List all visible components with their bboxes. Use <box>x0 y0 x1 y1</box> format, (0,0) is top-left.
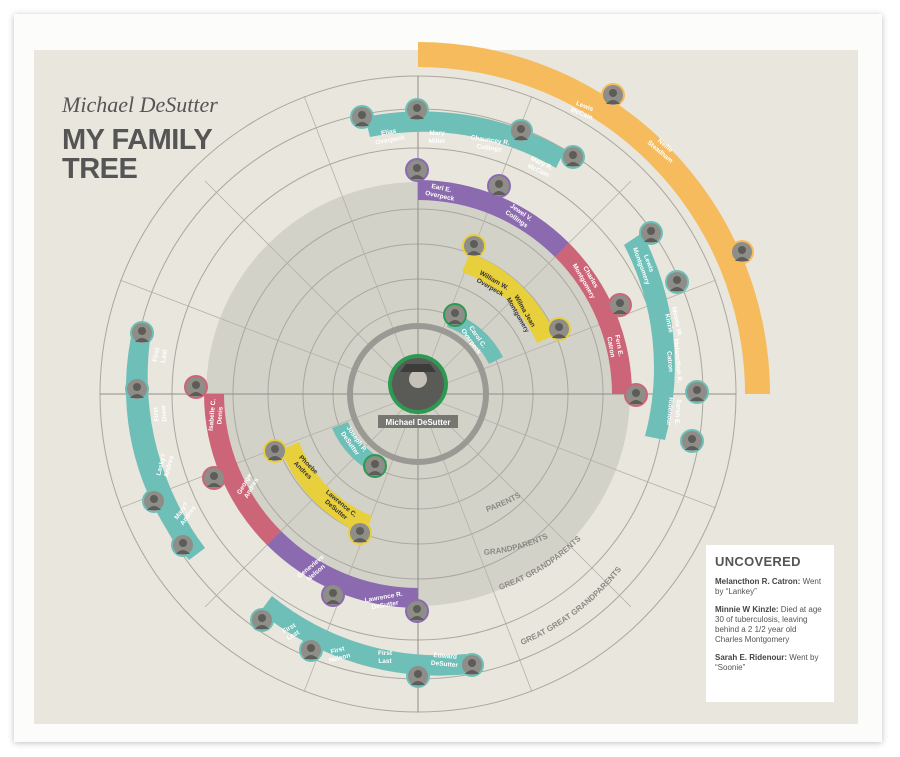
note-name: Minnie W Kinzle: <box>715 605 779 614</box>
center-ring <box>347 323 489 465</box>
uncovered-note: Melancthon R. Catron: Went by “Lankey” <box>715 577 825 597</box>
person-portrait <box>406 664 430 688</box>
person-portrait <box>363 454 387 478</box>
person-portrait <box>263 439 287 463</box>
person-portrait <box>171 533 195 557</box>
person-portrait <box>443 303 467 327</box>
portraits <box>125 83 754 688</box>
person-name: Sarah E.Ridenour <box>665 397 682 427</box>
person-portrait <box>321 583 345 607</box>
person-portrait <box>639 221 663 245</box>
person-portrait <box>624 383 648 407</box>
person-portrait <box>348 521 372 545</box>
uncovered-panel: UNCOVERED Melancthon R. Catron: Went by … <box>706 545 834 702</box>
person-portrait <box>250 608 274 632</box>
note-text: Died at age 30 of tuberculosis, leaving … <box>715 605 822 644</box>
person-portrait <box>405 158 429 182</box>
person-portrait <box>462 234 486 258</box>
desutter-grandparent-arc <box>281 442 372 535</box>
person-name: EdwardDeSutter <box>431 652 460 669</box>
person-portrait <box>561 145 585 169</box>
author-name: Michael DeSutter <box>62 92 218 117</box>
maternal-great-great-band <box>418 42 770 394</box>
person-portrait <box>125 377 149 401</box>
note-text: Went by “Soonie” <box>715 653 819 672</box>
hat-icon <box>400 364 436 372</box>
person-portrait <box>601 83 625 107</box>
page-title: MY FAMILY TREE <box>62 124 212 185</box>
note-name: Melancthon R. Catron: <box>715 577 801 586</box>
person-portrait <box>608 293 632 317</box>
montgomery-arc <box>555 243 632 394</box>
person-portrait <box>487 174 511 198</box>
person-portrait <box>665 270 689 294</box>
person-portrait <box>184 375 208 399</box>
person-portrait <box>509 119 533 143</box>
person-name: FirstLast <box>152 346 169 363</box>
uncovered-note: Sarah E. Ridenour: Went by “Soonie” <box>715 653 825 673</box>
person-name: Melancthon R.Catron <box>664 338 683 384</box>
person-name: Fern E.Catron <box>605 334 624 358</box>
person-portrait <box>299 638 323 662</box>
person-portrait <box>350 105 374 129</box>
person-portrait <box>405 98 429 122</box>
person-portrait <box>405 599 429 623</box>
person-name: Chauncey R.Collings <box>469 134 510 154</box>
overpeck-grandparent-arc <box>462 253 555 343</box>
uncovered-title: UNCOVERED <box>715 554 801 569</box>
center-name-plate <box>378 415 458 428</box>
face-icon <box>409 370 427 388</box>
denis-arc <box>204 394 281 545</box>
person-portrait <box>202 466 226 490</box>
person-portrait <box>142 489 166 513</box>
person-name: FirstDrew <box>152 404 168 422</box>
note-name: Sarah E. Ridenour: <box>715 653 788 662</box>
person-portrait <box>460 653 484 677</box>
person-name: Isabelle C.Denis <box>208 398 226 432</box>
center-name: Michael DeSutter <box>386 418 451 427</box>
person-portrait <box>680 429 704 453</box>
uncovered-note: Minnie W Kinzle: Died at age 30 of tuber… <box>715 605 825 645</box>
overpeck-arc <box>418 180 569 257</box>
note-text: Went by “Lankey” <box>715 577 822 596</box>
person-portrait <box>730 240 754 264</box>
person-portrait <box>547 317 571 341</box>
nelson-arc <box>267 531 418 608</box>
person-portrait <box>130 321 154 345</box>
person-portrait <box>685 380 709 404</box>
